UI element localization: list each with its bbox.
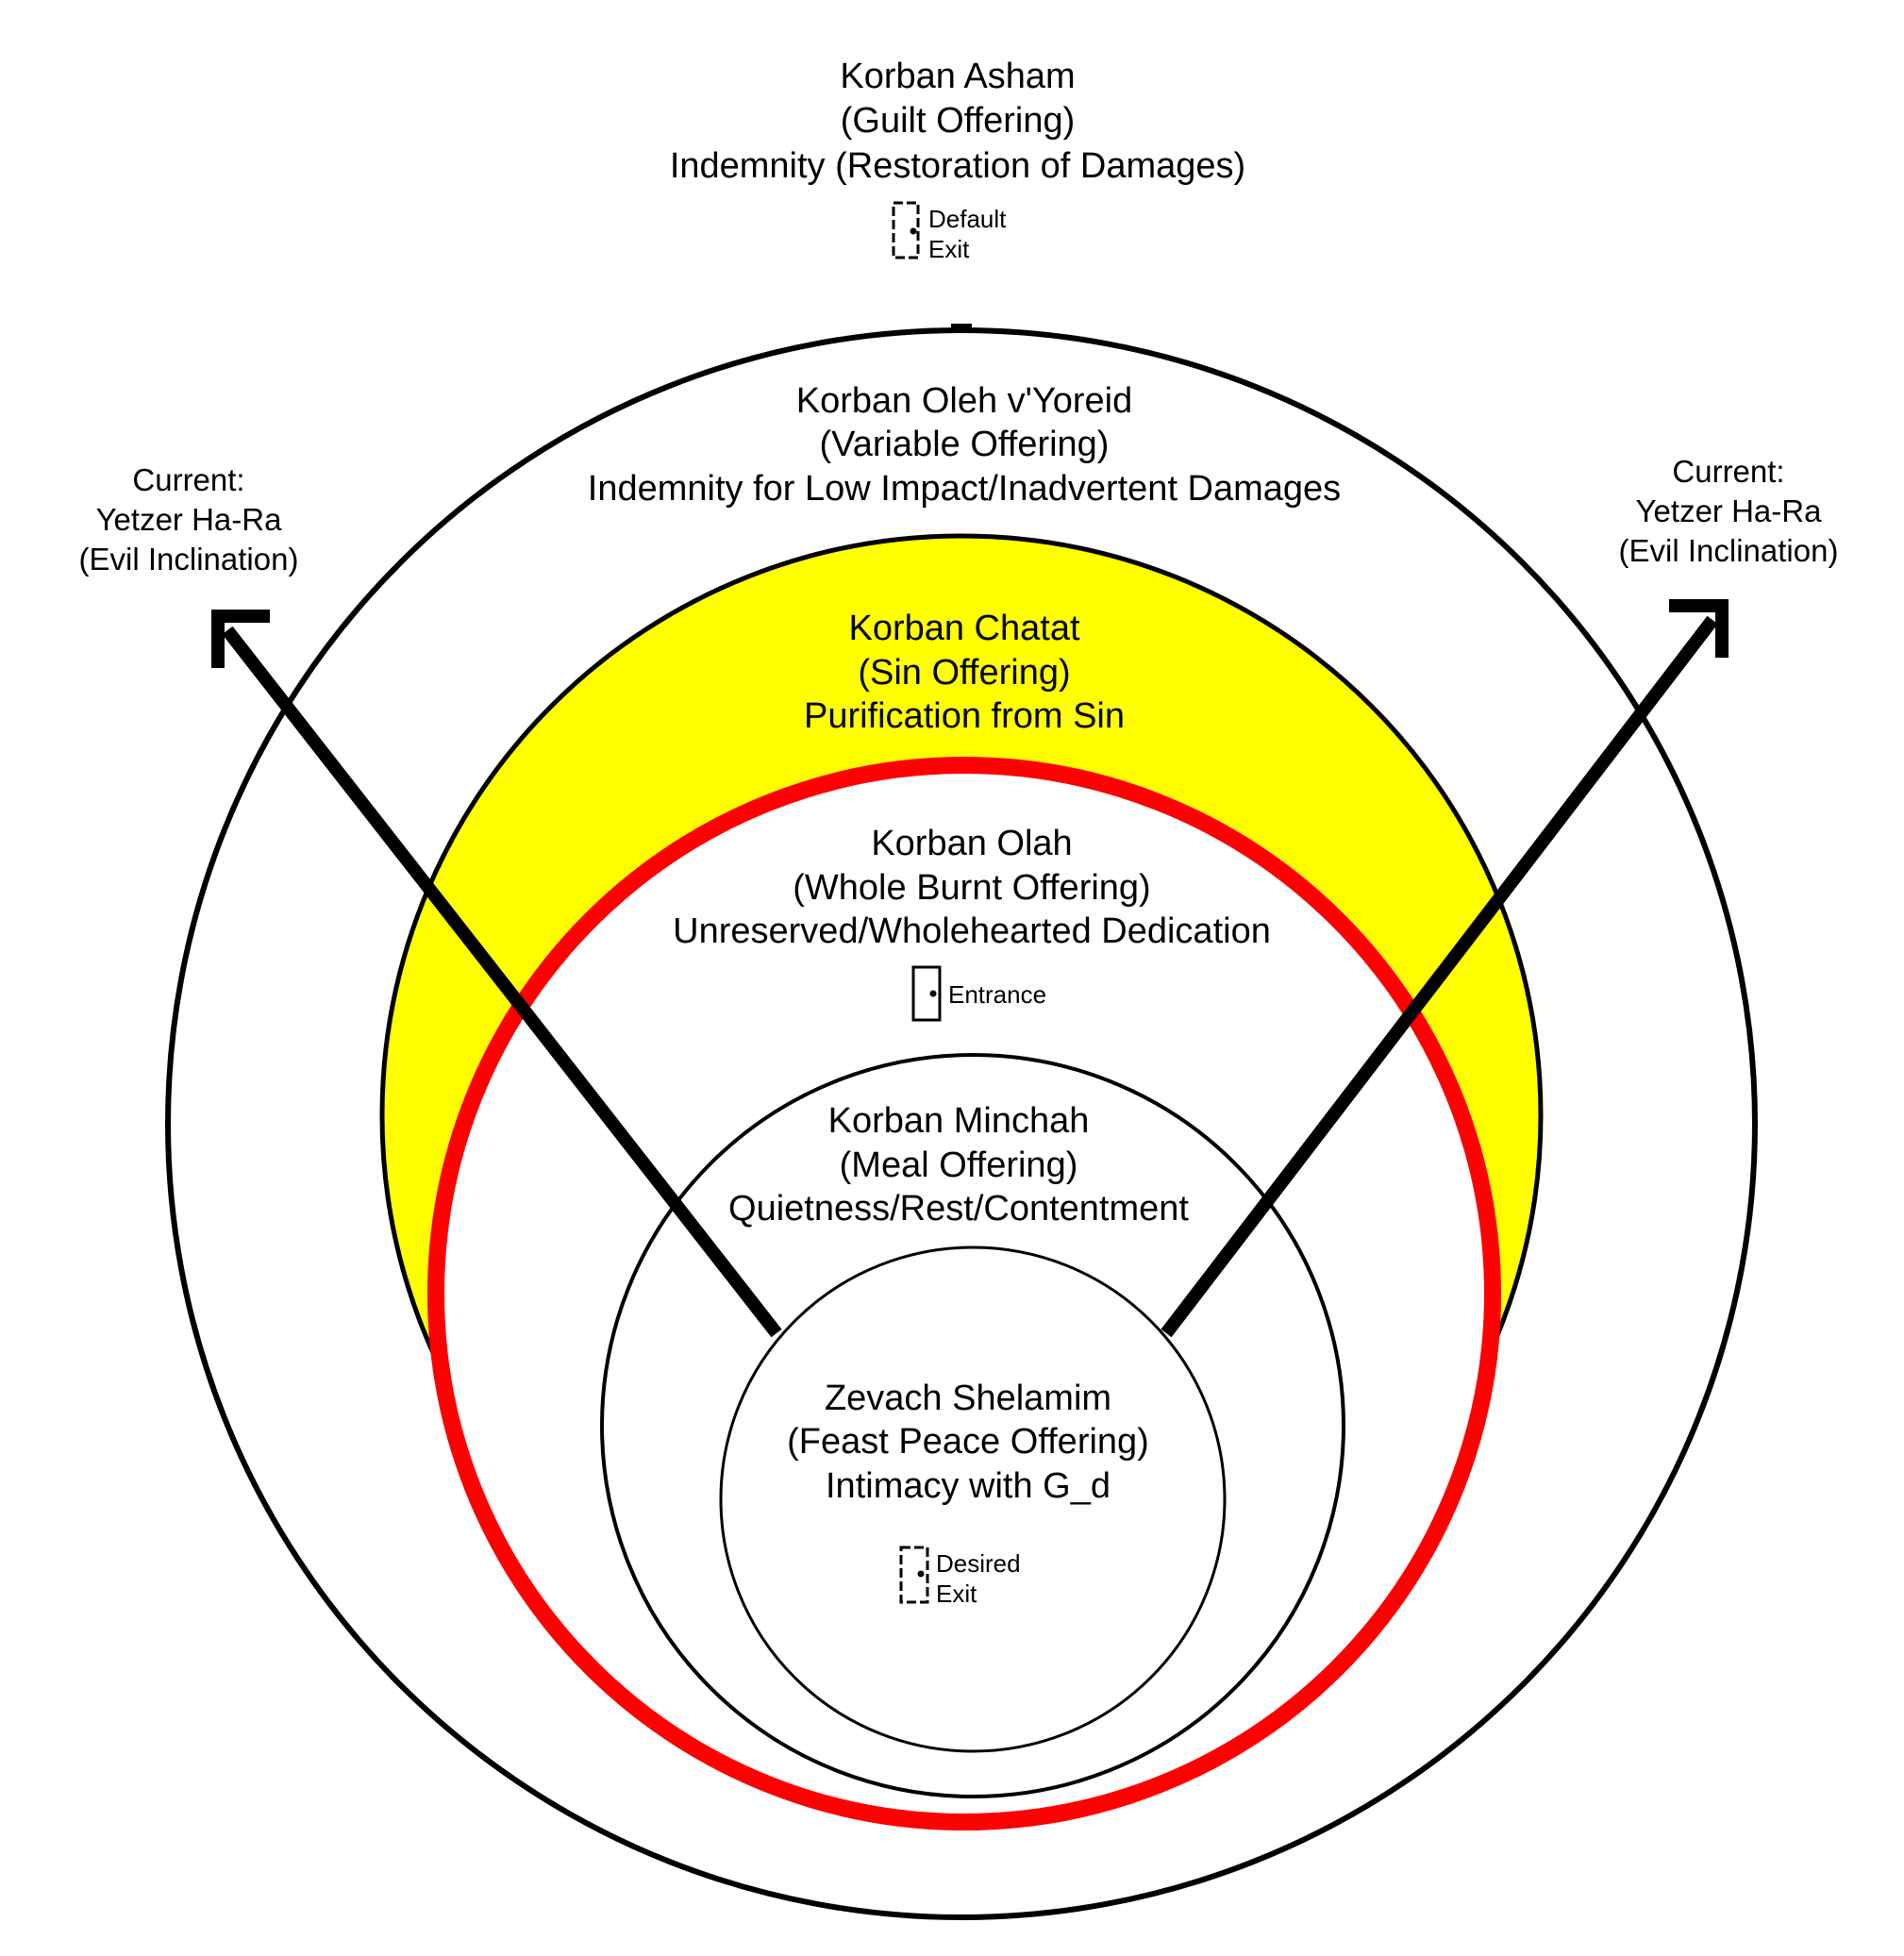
minchah-label: Korban Minchah (Meal Offering) Quietness… <box>728 1101 1189 1229</box>
left-arrow <box>211 610 782 1338</box>
shelamim-subtitle: (Feast Peace Offering) <box>787 1422 1149 1462</box>
shelamim-title: Zevach Shelamim <box>825 1379 1111 1418</box>
current-right-line3: (Evil Inclination) <box>1619 533 1839 568</box>
shelamim-label: Zevach Shelamim (Feast Peace Offering) I… <box>787 1379 1149 1506</box>
arrow-up-icon <box>1669 599 1729 658</box>
oleh-vyoreid-subtitle: (Variable Offering) <box>820 425 1110 464</box>
door-icon <box>899 1546 929 1604</box>
current-right-line1: Current: <box>1672 454 1784 489</box>
current-left-line2: Yetzer Ha-Ra <box>96 502 283 537</box>
asham-subtitle: (Guilt Offering) <box>841 101 1075 141</box>
chatat-subtitle: (Sin Offering) <box>858 653 1070 693</box>
shelamim-description: Intimacy with G_d <box>826 1466 1111 1506</box>
door-label: Default <box>928 205 1007 233</box>
chatat-title: Korban Chatat <box>848 609 1079 648</box>
default-exit-door: Default Exit <box>892 201 1007 263</box>
oleh-vyoreid-description: Indemnity for Low Impact/Inadvertent Dam… <box>588 469 1341 509</box>
chatat-description: Purification from Sin <box>804 696 1125 736</box>
right-arrow <box>1161 599 1729 1338</box>
oleh-vyoreid-title: Korban Oleh v'Yoreid <box>796 381 1133 421</box>
current-left-line1: Current: <box>132 462 244 497</box>
desired-exit-door: Desired Exit <box>899 1546 1021 1608</box>
olah-title: Korban Olah <box>871 824 1072 863</box>
door-label: Desired <box>936 1549 1021 1578</box>
door-label: Exit <box>928 235 970 263</box>
shelamim-circle <box>719 1245 1227 1753</box>
asham-label: Korban Asham (Guilt Offering) Indemnity … <box>670 57 1245 186</box>
olah-label: Korban Olah (Whole Burnt Offering) Unres… <box>673 824 1271 951</box>
asham-title: Korban Asham <box>840 57 1075 96</box>
arrow-up-icon <box>211 610 270 668</box>
asham-description: Indemnity (Restoration of Damages) <box>670 146 1245 186</box>
current-left-label: Current: Yetzer Ha-Ra (Evil Inclination) <box>79 462 299 577</box>
current-right-label: Current: Yetzer Ha-Ra (Evil Inclination) <box>1619 454 1839 568</box>
current-left-line3: (Evil Inclination) <box>79 542 299 577</box>
outer-circle-exit-marker <box>951 324 972 333</box>
door-label: Exit <box>936 1580 977 1608</box>
door-label: Entrance <box>948 980 1046 1009</box>
entrance-door: Entrance <box>911 965 1046 1022</box>
chatat-label: Korban Chatat (Sin Offering) Purificatio… <box>804 609 1125 736</box>
olah-description: Unreserved/Wholehearted Dedication <box>673 911 1271 951</box>
minchah-description: Quietness/Rest/Contentment <box>728 1189 1189 1229</box>
minchah-title: Korban Minchah <box>828 1101 1090 1141</box>
olah-subtitle: (Whole Burnt Offering) <box>793 868 1150 908</box>
minchah-subtitle: (Meal Offering) <box>840 1145 1078 1185</box>
oleh-vyoreid-label: Korban Oleh v'Yoreid (Variable Offering)… <box>588 381 1341 509</box>
current-right-line2: Yetzer Ha-Ra <box>1636 493 1823 528</box>
